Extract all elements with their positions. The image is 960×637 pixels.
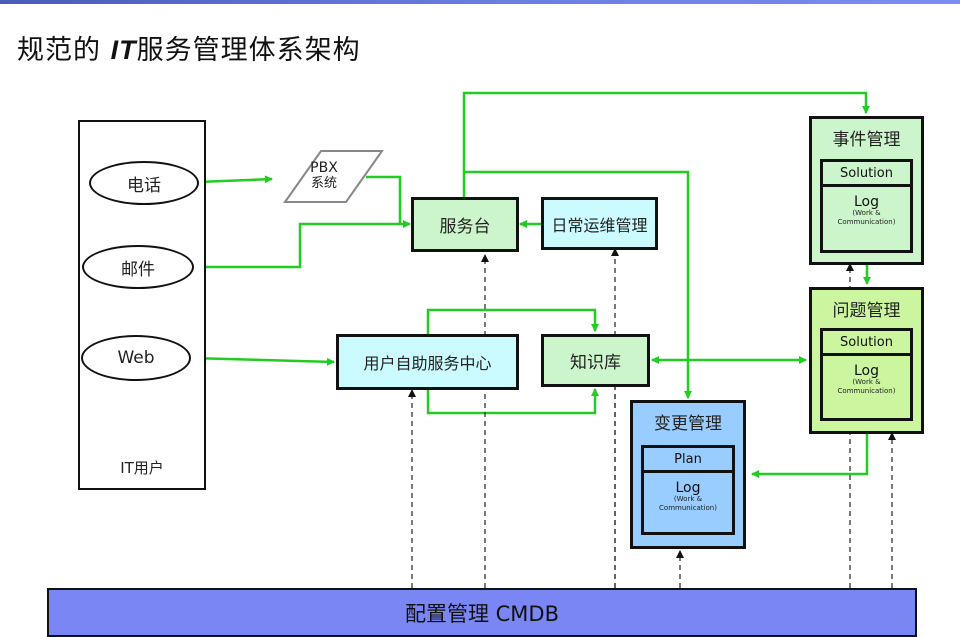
pbx-shape — [283, 150, 384, 203]
arrow-service-desk-to-incident — [462, 91, 870, 197]
change-management-node[interactable]: 变更管理 Plan Log (Work & Communication) — [630, 400, 746, 549]
cmdb-label: 配置管理 CMDB — [404, 601, 560, 626]
page-title: 规范的 IT服务管理体系架构 — [17, 28, 361, 67]
problem-management-node[interactable]: 问题管理 Solution Log (Work & Communication) — [809, 287, 924, 434]
it-users-label: IT用户 — [120, 459, 164, 477]
channel-phone[interactable]: 电话 — [89, 161, 199, 205]
change-plan: Plan — [644, 448, 732, 473]
title-suffix: 服务管理体系架构 — [136, 35, 361, 66]
knowledge-base-node[interactable]: 知识库 — [541, 334, 650, 387]
change-title: 变更管理 — [654, 414, 722, 434]
incident-title: 事件管理 — [832, 130, 901, 150]
incident-management-node[interactable]: 事件管理 Solution Log (Work & Communication) — [809, 116, 924, 265]
pbx-system[interactable]: PBX 系统 — [284, 160, 364, 192]
pbx-line2: 系统 — [310, 176, 337, 191]
incident-log-sub2: Communication) — [837, 218, 896, 226]
problem-inner: Solution Log (Work & Communication) — [820, 328, 913, 421]
incident-log: Log — [853, 194, 879, 210]
change-inner: Plan Log (Work & Communication) — [641, 445, 735, 535]
arrow-service-desk-to-change — [464, 170, 692, 399]
incident-solution: Solution — [823, 162, 910, 187]
channel-web[interactable]: Web — [81, 335, 191, 381]
problem-title: 问题管理 — [832, 301, 901, 321]
title-prefix: 规范的 — [17, 35, 111, 66]
arrow-problem-to-change — [751, 433, 869, 478]
cmdb-bar[interactable]: 配置管理 CMDB — [47, 588, 917, 637]
arrow-self-service-to-kb-top — [426, 308, 599, 334]
change-log-sub2: Communication) — [659, 504, 717, 512]
slide-top-bar — [0, 0, 960, 4]
daily-ops-node[interactable]: 日常运维管理 — [541, 197, 658, 250]
problem-log-sub1: (Work & — [852, 378, 881, 386]
change-log-sub1: (Work & — [673, 495, 703, 503]
arrow-phone-to-pbx — [197, 175, 273, 184]
problem-solution: Solution — [823, 331, 910, 356]
incident-log-sub1: (Work & — [852, 209, 881, 217]
title-emph: IT — [110, 35, 137, 65]
problem-log: Log — [853, 363, 879, 379]
incident-inner: Solution Log (Work & Communication) — [820, 159, 913, 253]
arrow-self-service-to-kb-bottom — [426, 388, 599, 415]
channel-email[interactable]: 邮件 — [82, 245, 194, 289]
pbx-line1: PBX — [310, 160, 338, 176]
problem-log-sub2: Communication) — [837, 387, 896, 395]
self-service-node[interactable]: 用户自助服务中心 — [336, 334, 519, 390]
arrow-pbx-to-service-desk — [366, 175, 411, 228]
service-desk-node[interactable]: 服务台 — [411, 197, 519, 252]
arrow-mail-to-service-desk — [194, 222, 400, 269]
arrow-web-to-self-service — [189, 356, 335, 366]
change-log: Log — [675, 480, 701, 496]
